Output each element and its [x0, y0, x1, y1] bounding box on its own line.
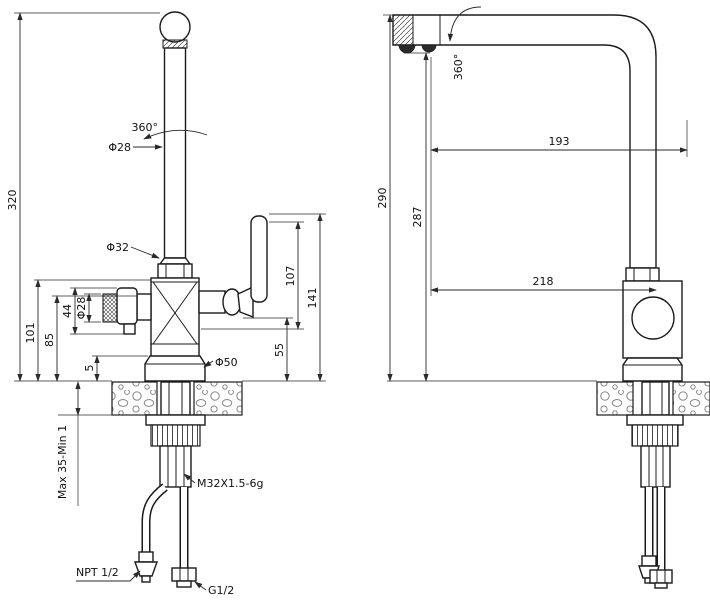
- side-view: 290 287 360° 193 218: [376, 6, 710, 589]
- dim-side-swivel: 360°: [452, 54, 465, 81]
- dim-44: 44: [61, 304, 74, 318]
- side-union-nut: [625, 267, 660, 282]
- valve-circle: [631, 296, 675, 340]
- side-hoses: [638, 487, 673, 589]
- label-shank-thread: M32X1.5-6g: [197, 477, 263, 490]
- dim-5: 5: [83, 365, 96, 372]
- mixer-body: [150, 277, 200, 361]
- front-countertop: [111, 381, 243, 416]
- side-spray: [102, 287, 152, 335]
- union-nut: [157, 263, 193, 279]
- npt-fitting: [138, 551, 154, 563]
- side-aerator: [392, 14, 414, 46]
- front-hoses: [134, 483, 197, 588]
- label-npt-thread: NPT 1/2: [76, 566, 119, 579]
- handle: [198, 215, 268, 319]
- aerator: [162, 39, 188, 49]
- spray-knob: [102, 293, 118, 323]
- dim-55: 55: [273, 343, 286, 357]
- front-dimensions: 320 101 85 44 Φ28 5 Max 35-Min 1 360° Φ2…: [6, 12, 326, 597]
- dim-101: 101: [24, 323, 37, 344]
- side-base-flange: [622, 357, 683, 382]
- dim-spray-diameter: Φ28: [75, 297, 88, 320]
- dim-mounting-thickness: Max 35-Min 1: [56, 425, 69, 499]
- side-lock-nut: [631, 424, 679, 447]
- base-flange: [144, 355, 206, 382]
- side-washer: [626, 414, 684, 426]
- handle-lever: [250, 215, 268, 303]
- side-spout-arm: [392, 14, 657, 269]
- dim-front-swivel: 360°: [132, 121, 159, 134]
- dim-193: 193: [549, 135, 570, 148]
- front-faucet: [102, 11, 268, 588]
- nozzle-secondary: [421, 44, 437, 53]
- dim-85: 85: [43, 333, 56, 347]
- spout-head: [159, 11, 191, 43]
- front-mounting: [145, 381, 206, 488]
- dim-total-height: 320: [6, 190, 19, 211]
- side-countertop: [596, 381, 710, 416]
- g-fitting: [171, 567, 197, 582]
- dim-107: 107: [284, 266, 297, 287]
- side-swivel-arc: [447, 6, 482, 42]
- label-g-thread: G1/2: [208, 584, 234, 597]
- side-dimensions: 290 287 360° 193 218: [376, 6, 688, 382]
- dim-290: 290: [376, 188, 389, 209]
- nozzle-main: [398, 44, 416, 54]
- dim-287: 287: [411, 207, 424, 228]
- dim-141: 141: [306, 288, 319, 309]
- side-faucet: [392, 14, 684, 589]
- dim-column-diameter: Φ32: [106, 241, 129, 254]
- side-mounting: [626, 381, 684, 488]
- dim-spout-diameter: Φ28: [108, 141, 131, 154]
- front-view: 320 101 85 44 Φ28 5 Max 35-Min 1 360° Φ2…: [6, 11, 326, 597]
- front-swivel-arc: [143, 129, 208, 140]
- dim-base-diameter: Φ50: [215, 356, 238, 369]
- washer: [145, 414, 206, 426]
- dim-218: 218: [533, 275, 554, 288]
- lock-nut: [150, 424, 201, 447]
- spout-column: [163, 47, 187, 259]
